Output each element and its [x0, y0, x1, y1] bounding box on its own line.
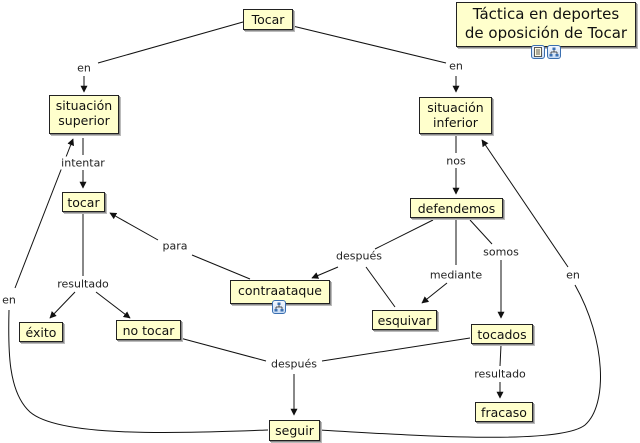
linking-phrase-despues-mid[interactable]: después	[334, 249, 384, 263]
concept-esquivar[interactable]: esquivar	[372, 310, 437, 330]
link-seguir-en-right	[319, 284, 601, 438]
linking-phrase-resultado-left[interactable]: resultado	[55, 277, 111, 291]
map-title-line-2: de oposición de Tocar	[464, 24, 628, 42]
link-defendemos-somos	[469, 219, 493, 245]
linking-phrase-para[interactable]: para	[160, 239, 190, 253]
concept-situacion-inferior[interactable]: situación inferior	[419, 97, 492, 134]
link-en-right-inferior	[481, 139, 569, 268]
concept-exito[interactable]: éxito	[19, 322, 63, 342]
linking-phrase-en-far-left[interactable]: en	[0, 293, 18, 307]
link-tocados-despues	[321, 337, 471, 362]
link-defendemos-despues	[374, 219, 434, 250]
linking-phrase-intentar[interactable]: intentar	[59, 156, 107, 170]
linking-phrase-despues-bottom[interactable]: después	[269, 357, 319, 371]
document-icon[interactable]	[531, 45, 545, 59]
concept-tocados[interactable]: tocados	[471, 324, 533, 344]
concept-seguir[interactable]: seguir	[269, 420, 320, 441]
concept-situacion-superior-line-1: situación	[55, 98, 113, 113]
map-title-node[interactable]: Táctica en deportes de oposición de Toca…	[456, 2, 636, 47]
concept-map-icon[interactable]	[547, 45, 561, 59]
concept-no-tocar[interactable]: no tocar	[116, 320, 181, 340]
link-tocar-en-left	[97, 21, 244, 64]
concept-situacion-inferior-line-1: situación	[427, 100, 484, 115]
concept-map-icon[interactable]	[272, 300, 286, 314]
link-contraataque-para	[191, 254, 251, 280]
linking-phrase-resultado-right[interactable]: resultado	[472, 367, 528, 381]
link-resultado-notocar	[95, 291, 131, 319]
link-tocar-en-right	[275, 21, 447, 64]
concept-situacion-superior[interactable]: situación superior	[49, 95, 119, 134]
link-despues-esquivar	[365, 266, 396, 308]
concept-tocar-root[interactable]: Tocar	[243, 9, 293, 30]
linking-phrase-somos[interactable]: somos	[481, 245, 521, 259]
link-despues-contraataque	[311, 266, 339, 279]
linking-phrase-en-far-right[interactable]: en	[564, 268, 582, 282]
link-para-tocar	[109, 212, 159, 241]
link-resultado-exito	[49, 291, 76, 319]
concept-fracaso[interactable]: fracaso	[475, 402, 533, 422]
link-tocados-resultado	[499, 344, 502, 367]
link-seguir-en-left	[8, 309, 269, 433]
link-mediante-esquivar	[421, 282, 448, 304]
linking-phrase-mediante[interactable]: mediante	[427, 268, 485, 282]
link-notocar-despues	[179, 337, 267, 362]
map-title-line-1: Táctica en deportes	[472, 5, 620, 23]
linking-phrase-en-right[interactable]: en	[447, 59, 465, 73]
linking-phrase-nos[interactable]: nos	[444, 154, 468, 168]
concept-tocar[interactable]: tocar	[62, 192, 105, 212]
concept-defendemos[interactable]: defendemos	[410, 198, 503, 218]
concept-situacion-inferior-line-2: inferior	[433, 115, 478, 130]
concept-situacion-superior-line-2: superior	[58, 113, 110, 128]
linking-phrase-en-left[interactable]: en	[75, 61, 93, 75]
